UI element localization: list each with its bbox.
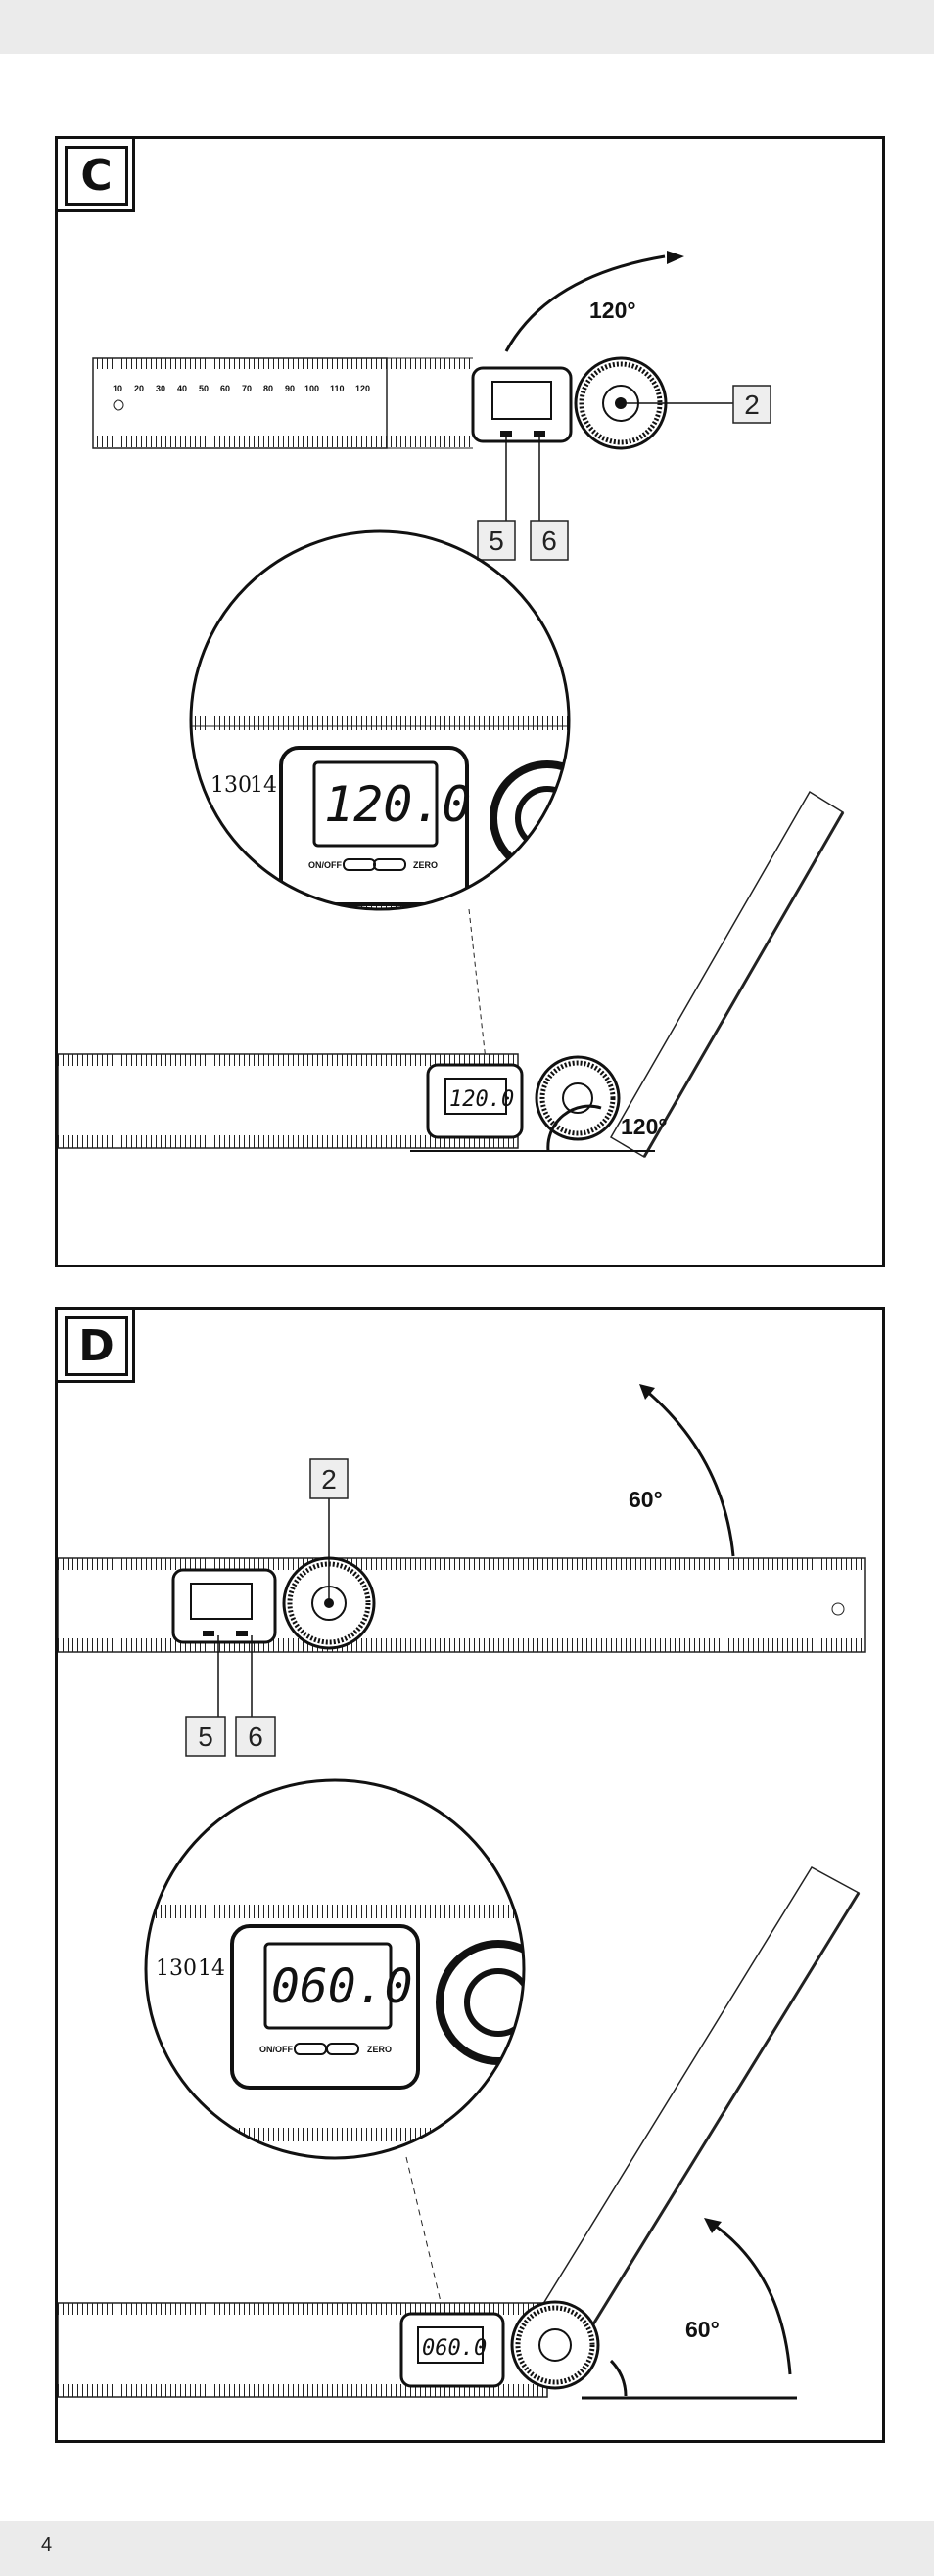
svg-text:ON/OFF: ON/OFF [259,2045,293,2054]
svg-text:30: 30 [156,384,165,393]
svg-text:14: 14 [250,773,277,798]
rotation-arrow-bottom [713,2223,792,2375]
rotation-arrow [644,1388,735,1557]
svg-text:ZERO: ZERO [367,2045,392,2054]
svg-text:110: 110 [330,384,345,393]
top-band [0,0,934,54]
angle-label-bottom: 120° [621,1114,668,1139]
svg-text:120: 120 [355,384,370,393]
lcd-value-small: 120.0 [449,1087,514,1112]
angle-label-top: 120° [589,298,636,323]
svg-text:ON/OFF: ON/OFF [308,860,342,870]
panel-d-illustration: 2 5 6 130 14 060.0 ON/OFF ZERO [58,1384,866,2400]
figure-panel-c: C 10 20 30 40 50 60 70 80 90 100 110 120 [55,136,885,1267]
panel-letter-box: D [58,1310,135,1383]
rotation-arrow [504,254,666,352]
footer-band [0,2521,934,2576]
arrow-head [667,251,684,264]
callout-6: 6 [541,526,557,556]
svg-text:70: 70 [242,384,252,393]
svg-text:90: 90 [285,384,295,393]
arrow-head [639,1384,655,1400]
figure-panel-d: D 2 [55,1307,885,2443]
zoom-detail: 130 14 060.0 ON/OFF ZERO [144,1778,526,2160]
svg-text:130: 130 [210,773,252,798]
callout-6: 6 [248,1722,263,1752]
zoom-detail: 130 14 120.0 ON/OFF ZERO [189,529,571,911]
ruler-open: 120.0 [58,790,845,1159]
arrow-head [704,2218,722,2233]
callout-5: 5 [489,526,504,556]
svg-text:ZERO: ZERO [413,860,438,870]
lcd-value-small: 060.0 [422,2336,487,2361]
callout-2: 2 [321,1464,337,1495]
panel-c-illustration: 10 20 30 40 50 60 70 80 90 100 110 120 2 [58,251,845,1159]
ruler-closed [58,1556,866,1653]
lcd-value: 060.0 [271,1959,413,2014]
ruler-closed: 10 20 30 40 50 60 70 80 90 100 110 120 [92,356,668,450]
panel-letter-box: C [58,139,135,212]
svg-text:14: 14 [198,1956,225,1981]
angle-label-bottom: 60° [685,2317,720,2342]
svg-text:130: 130 [156,1956,197,1981]
page-number: 4 [41,2534,53,2555]
panel-letter: C [65,146,128,206]
svg-text:60: 60 [220,384,230,393]
svg-text:80: 80 [263,384,273,393]
svg-text:40: 40 [177,384,187,393]
callout-2: 2 [744,390,760,420]
svg-text:10: 10 [113,384,122,393]
lcd-value: 120.0 [324,776,472,833]
panel-letter: D [65,1316,128,1376]
ruler-open: 060.0 [58,1866,861,2400]
svg-text:100: 100 [304,384,319,393]
angle-label-top: 60° [629,1487,663,1512]
svg-text:20: 20 [134,384,144,393]
callout-5: 5 [198,1722,213,1752]
svg-text:50: 50 [199,384,209,393]
